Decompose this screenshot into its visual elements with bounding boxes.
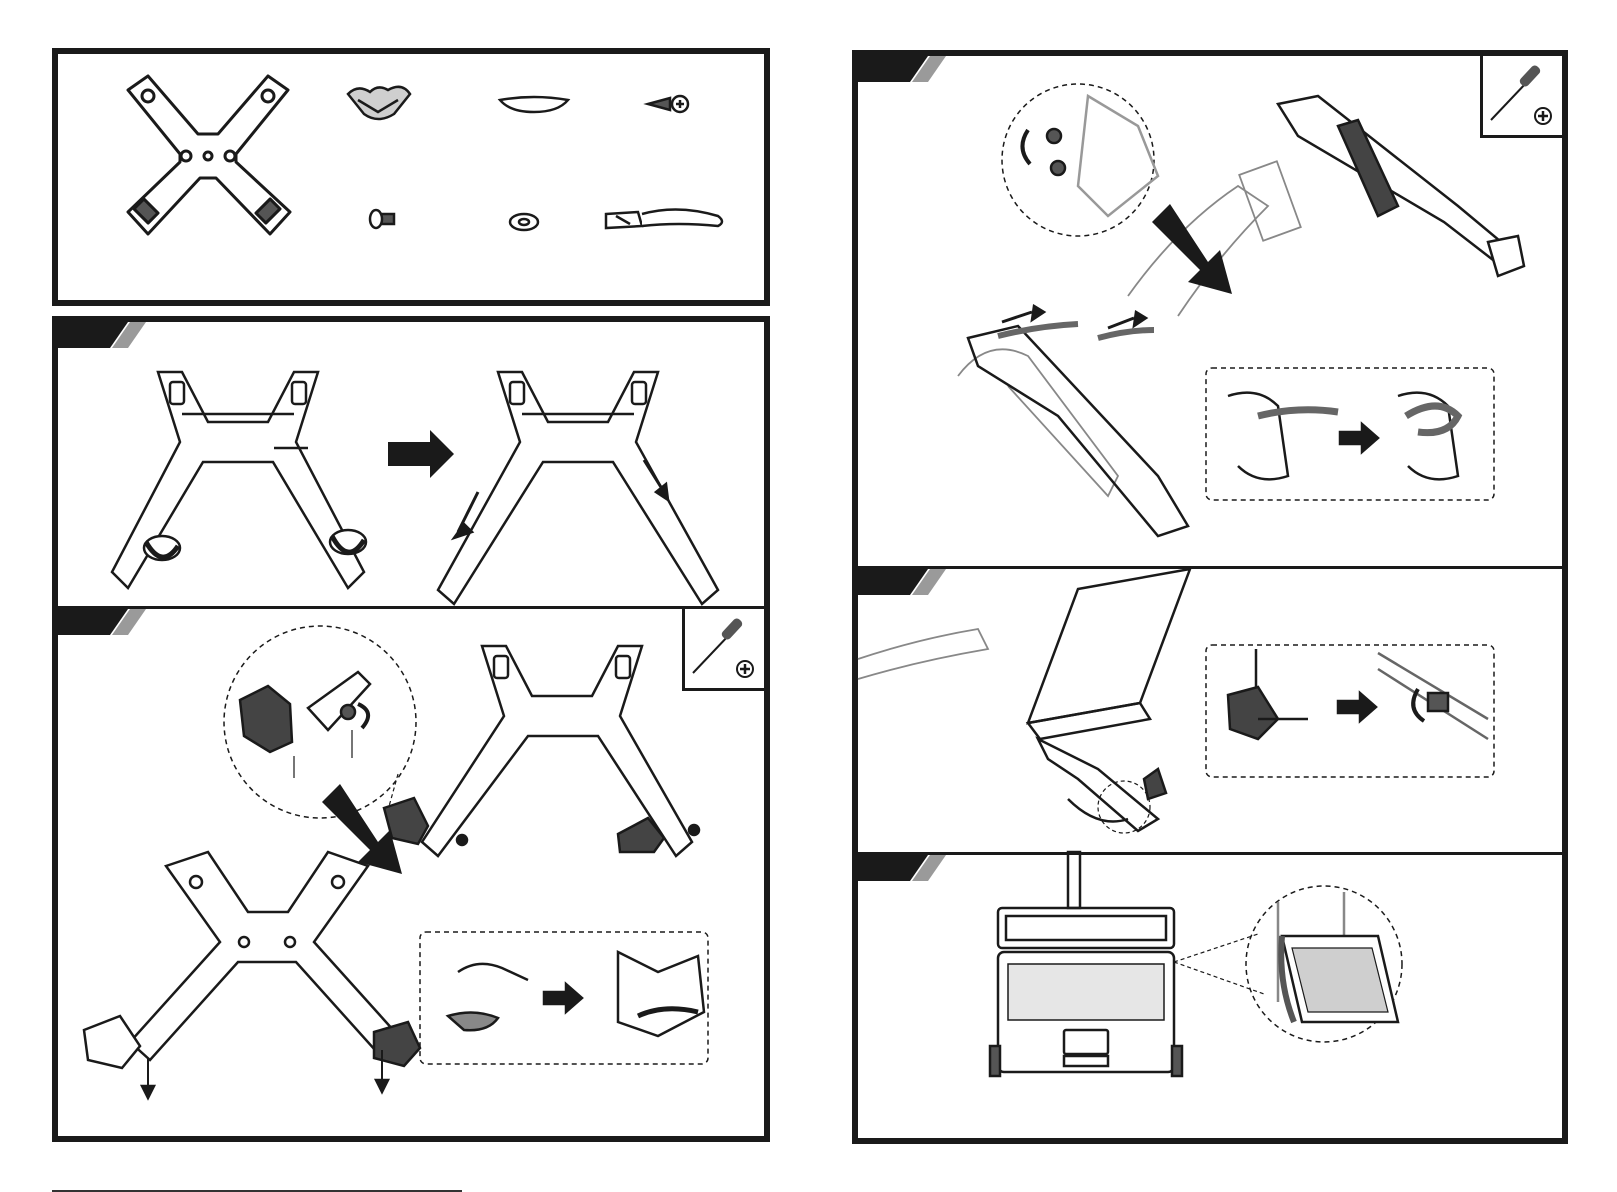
step-d-illustration [858, 569, 1562, 849]
x-bracket-tray-icon [128, 76, 290, 234]
strap-detail-callout [1246, 886, 1402, 1042]
rubber-pad-icon [500, 97, 568, 112]
laptop-front-view [990, 852, 1264, 1076]
velcro-strap-icon [606, 209, 722, 228]
down-left-arrow-icon [1152, 204, 1232, 294]
step-a-illustration [58, 342, 764, 612]
step-divider [58, 606, 764, 609]
right-arrow-icon [388, 430, 454, 478]
footer-text [495, 1186, 615, 1190]
self-tapping-screw-icon [648, 96, 688, 112]
laptop-on-tray [858, 569, 1190, 833]
washer-icon [510, 214, 538, 230]
bracket-extended [438, 372, 718, 604]
step-b-illustration [58, 612, 764, 1132]
parts-illustrations [58, 54, 764, 300]
step-e-illustration [858, 852, 1562, 1142]
bracket-with-holders [384, 646, 699, 856]
machine-screw-icon [370, 210, 394, 228]
arm-with-tray [1128, 161, 1301, 316]
strap-step [958, 306, 1188, 536]
bracket-collapsed [112, 372, 366, 588]
bracket-with-pads [84, 852, 420, 1098]
steps-ab-panel [52, 316, 770, 1142]
parts-panel [52, 48, 770, 306]
corner-holder-icon [348, 87, 410, 119]
steps-cde-panel [852, 50, 1568, 1144]
tray-bracket [1278, 96, 1524, 276]
strap-detail-box [1206, 368, 1494, 500]
detail-callout [224, 626, 416, 818]
step-c-illustration [858, 56, 1562, 576]
pad-detail-box [420, 932, 708, 1064]
vesa-detail-callout [1002, 84, 1158, 236]
lock-detail-box [1206, 645, 1494, 777]
